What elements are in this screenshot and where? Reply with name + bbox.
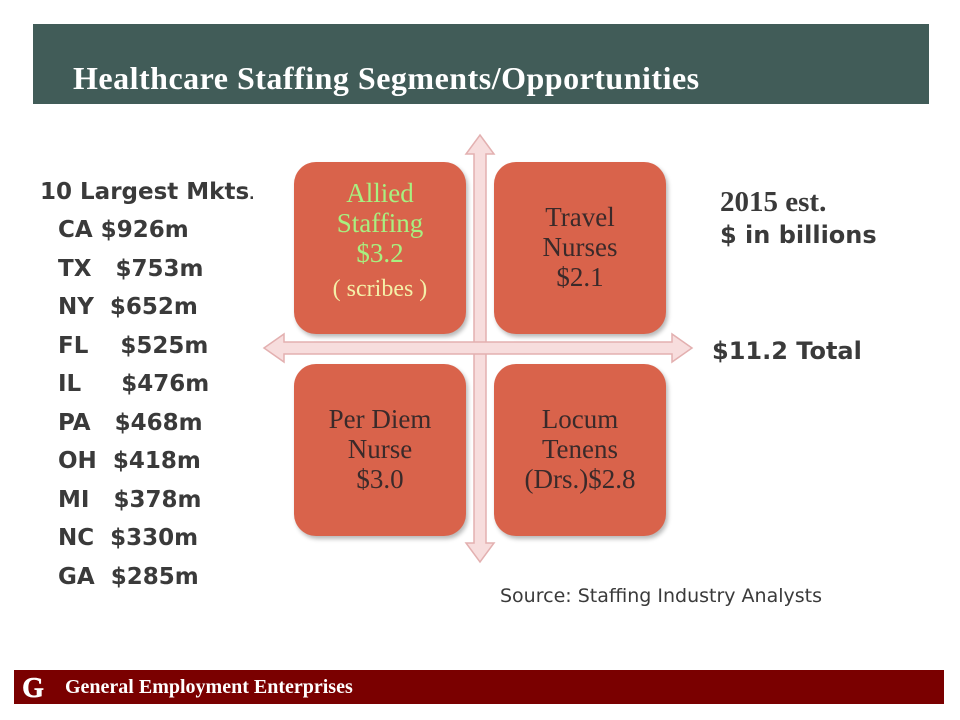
- logo-letter: G: [22, 673, 44, 702]
- quadrant-line: Travel: [545, 202, 615, 232]
- quadrant-line: (Drs.)$2.8: [524, 464, 636, 494]
- estimate-units: $ in billions: [720, 221, 877, 249]
- market-row: OH $418m: [58, 448, 201, 474]
- market-row: IL $476m: [58, 371, 210, 397]
- estimate-year: 2015 est.: [720, 186, 827, 218]
- market-row: CA $926m: [58, 217, 189, 243]
- markets-heading: 10 Largest Mkts.: [40, 176, 254, 211]
- market-row: NY $652m: [58, 294, 198, 320]
- quadrant-line: Tenens: [541, 434, 619, 464]
- total-label: $11.2 Total: [712, 337, 862, 365]
- quadrant-line: $3.0: [356, 464, 404, 494]
- quadrant-allied-staffing: Allied Staffing $3.2 ( scribes ): [294, 162, 466, 334]
- estimate-note: 2015 est. $ in billions: [720, 186, 877, 252]
- largest-markets-list: 10 Largest Mkts. CA $926m TX $753m NY $6…: [40, 176, 254, 596]
- quadrant-line: Nurse: [347, 434, 413, 464]
- quadrant-per-diem-nurse: Per Diem Nurse $3.0: [294, 364, 466, 536]
- source-citation: Source: Staffing Industry Analysts: [500, 585, 823, 607]
- quadrant-travel-nurses: Travel Nurses $2.1: [494, 162, 666, 334]
- company-logo-icon: G: [18, 672, 48, 702]
- footer-bar: [14, 670, 944, 704]
- quadrant-line: Per Diem: [328, 404, 432, 434]
- markets-heading-text: 10 Largest Mkts: [40, 179, 250, 205]
- market-row: TX $753m: [58, 255, 204, 282]
- footer-company-name: General Employment Enterprises: [65, 676, 353, 698]
- market-row: MI $378m: [58, 486, 202, 513]
- quadrant-line: Locum: [541, 404, 619, 434]
- quadrant-note: ( scribes ): [332, 276, 428, 302]
- title-bar: Healthcare Staffing Segments/Opportuniti…: [33, 24, 929, 104]
- horizontal-axis-arrow: [262, 332, 694, 364]
- quadrant-locum-tenens: Locum Tenens (Drs.)$2.8: [494, 364, 666, 536]
- quadrant-line: Allied: [346, 178, 414, 208]
- market-row: PA $468m: [58, 409, 203, 436]
- markets-heading-dot: .: [249, 187, 255, 203]
- quadrant-line: $2.1: [556, 262, 604, 292]
- market-row: NC $330m: [58, 525, 199, 551]
- market-row: FL $525m: [58, 332, 209, 359]
- quadrant-line: Nurses: [542, 232, 618, 262]
- slide-title: Healthcare Staffing Segments/Opportuniti…: [73, 60, 700, 96]
- quadrant-line: $3.2: [356, 238, 404, 268]
- market-row: GA $285m: [58, 563, 199, 590]
- quadrant-line: Staffing: [336, 208, 424, 238]
